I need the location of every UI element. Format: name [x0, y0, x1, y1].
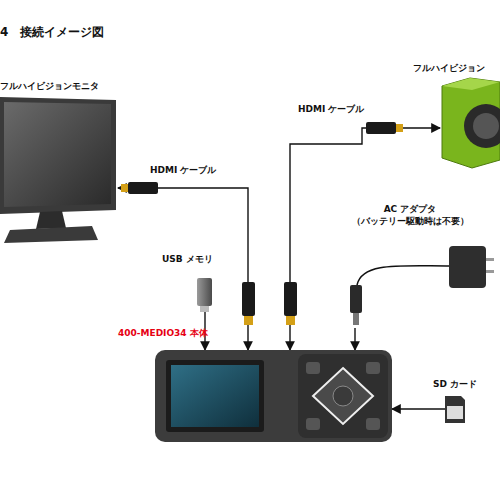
hdmi-plug — [284, 282, 297, 316]
device-button — [306, 362, 320, 374]
hdmi-plug-tip — [121, 184, 128, 192]
cable-connector — [118, 188, 248, 350]
dpad — [313, 368, 373, 424]
device-screen-frame — [166, 360, 264, 432]
camera-lens-glass — [473, 113, 499, 139]
node-label: 400-MEDIO34 本体 — [118, 327, 208, 339]
sd-card — [445, 396, 465, 423]
adapter-cable — [357, 266, 450, 285]
hdmi-plug — [366, 122, 396, 134]
edge-label: HDMI ケーブル — [150, 164, 216, 177]
monitor-base — [4, 226, 98, 243]
device-button — [366, 362, 380, 374]
device-button — [366, 418, 380, 430]
node-label: フルハイビジョン — [413, 62, 485, 74]
device-button — [306, 418, 320, 430]
usb-stick — [197, 278, 212, 306]
hdmi-plug — [242, 282, 255, 316]
monitor-screen — [4, 102, 111, 207]
monitor-neck — [36, 211, 66, 229]
camera-node: フルハイビジョン — [440, 80, 500, 168]
sdcard-node: SD カード — [445, 396, 465, 423]
cable-connector — [354, 328, 355, 350]
device-body — [155, 350, 392, 442]
diagram-title: 4 接続イメージ図 — [0, 24, 104, 41]
device-control-panel — [298, 354, 388, 438]
cable-connector — [290, 128, 440, 350]
node-label: SD カード — [433, 378, 477, 390]
adapter-body — [449, 246, 486, 288]
adapter-node: AC アダプタ （バッテリー駆動時は不要） — [345, 243, 490, 328]
adapter-prong — [486, 258, 494, 261]
adapter-prong — [486, 270, 494, 273]
usb-connector — [200, 306, 209, 312]
camera-lens — [464, 104, 500, 148]
device-node: 400-MEDIO34 本体 — [155, 350, 392, 442]
hdmi-plug — [128, 182, 158, 194]
sd-card-label — [447, 406, 463, 419]
node-label: フルハイビジョンモニタ — [0, 80, 99, 92]
hdmi-plug-tip — [244, 316, 253, 325]
hdmi-plug-tip — [396, 124, 403, 132]
cable-connector — [392, 408, 445, 409]
dc-plug — [350, 285, 362, 313]
node-label: USB メモリ — [162, 253, 213, 265]
monitor-bezel — [0, 97, 116, 214]
monitor-node: フルハイビジョンモニタ — [0, 95, 118, 243]
device-screen — [171, 365, 259, 427]
hdmi-plug-tip — [286, 316, 295, 325]
usb-node: USB メモリ — [196, 276, 214, 312]
dpad-center — [333, 386, 353, 406]
node-label: AC アダプタ （バッテリー駆動時は不要） — [345, 203, 475, 227]
camera-top — [442, 78, 500, 90]
dc-plug-tip — [353, 313, 359, 325]
edge-label: HDMI ケーブル — [298, 103, 364, 116]
